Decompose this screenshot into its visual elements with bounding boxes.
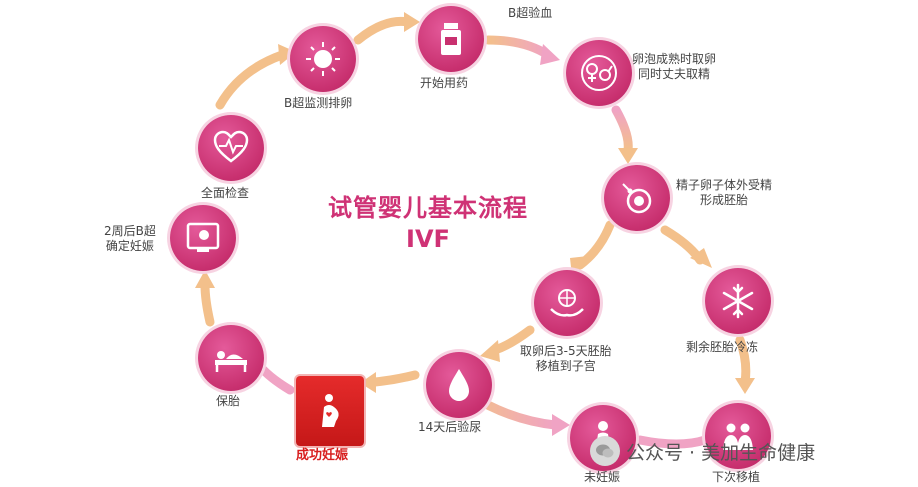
arrow-retrieve-fertilize <box>611 105 633 155</box>
gender-symbols-icon <box>581 55 617 91</box>
label-protect: 保胎 <box>216 394 241 408</box>
ultrasound-screen-icon <box>186 222 220 252</box>
arrow-fertilize-freeze-head <box>690 248 712 268</box>
arrow-urine-success <box>370 370 420 387</box>
arrow-meds-retrieve-head <box>540 44 560 65</box>
arrow-transfer-urine-head <box>480 340 500 362</box>
pregnant-woman-icon <box>322 394 339 427</box>
arrow-protect-confirm <box>200 280 215 327</box>
arrow-exam-monitor <box>215 50 287 110</box>
medicine-bottle-icon <box>441 23 461 55</box>
diagram-title: 试管婴儿基本流程 IVF <box>298 188 558 253</box>
watermark: 公众号 · 美加生命健康 <box>590 434 815 468</box>
label-notpreg: 未妊娠 <box>584 470 621 484</box>
ovary-sun-icon <box>306 42 340 76</box>
node-confirm <box>170 205 236 271</box>
node-next <box>705 403 771 469</box>
arrow-protect-confirm-head <box>195 270 215 288</box>
label-exam: 全面检查 <box>201 186 250 200</box>
label-fertilize: 精子卵子体外受精 形成胚胎 <box>676 178 773 207</box>
node-exam <box>198 115 264 181</box>
arrow-notpreg-next <box>635 435 710 449</box>
label-success: 成功妊娠 <box>296 448 349 463</box>
label-monitor: B超监测排卵 <box>284 96 353 110</box>
node-protect <box>198 325 264 391</box>
watermark-text: 公众号 · 美加生命健康 <box>626 441 816 464</box>
node-success <box>296 376 364 446</box>
label-freeze: 剩余胚胎冷冻 <box>686 340 759 354</box>
arrow-retrieve-fertilize-head <box>618 148 638 164</box>
arrow-monitor-meds <box>353 16 413 45</box>
node-meds <box>418 6 484 72</box>
arrow-exam-monitor-head <box>278 44 296 65</box>
node-transfer <box>534 270 600 336</box>
wechat-logo-icon <box>590 436 620 466</box>
label-transfer: 取卵后3-5天胚胎 移植到子宫 <box>520 344 612 373</box>
label-meds: 开始用药 <box>420 76 469 90</box>
drop-icon <box>449 369 469 401</box>
sperm-egg-icon <box>622 183 652 214</box>
arrow-fertilize-transfer <box>575 220 615 270</box>
node-freeze <box>705 268 771 334</box>
snowflake-icon <box>722 283 754 319</box>
node-retrieve <box>566 40 632 106</box>
label-next: 下次移植 <box>712 470 761 484</box>
node-monitor <box>290 26 356 92</box>
arrow-urine-notpreg-head <box>552 414 570 436</box>
node-urine <box>426 352 492 418</box>
heart-monitor-icon <box>213 130 249 163</box>
arrow-freeze-next-head <box>735 378 755 394</box>
arrow-meds-retrieve <box>483 35 553 60</box>
arrow-monitor-meds-head <box>404 12 420 32</box>
title-main: 试管婴儿基本流程 <box>328 194 528 222</box>
arrow-urine-success-head <box>360 372 376 393</box>
doctors-icon <box>723 423 753 450</box>
resting-bed-icon <box>215 351 247 372</box>
embryo-hands-icon <box>550 289 584 317</box>
label-confirm: 2周后B超 确定妊娠 <box>104 224 156 253</box>
node-fertilize <box>604 165 670 231</box>
label-blood: B超验血 <box>508 6 553 20</box>
title-sub: IVF <box>406 225 450 253</box>
label-retrieve: 卵泡成熟时取卵 同时丈夫取精 <box>632 52 717 81</box>
label-urine: 14天后验尿 <box>418 420 482 434</box>
